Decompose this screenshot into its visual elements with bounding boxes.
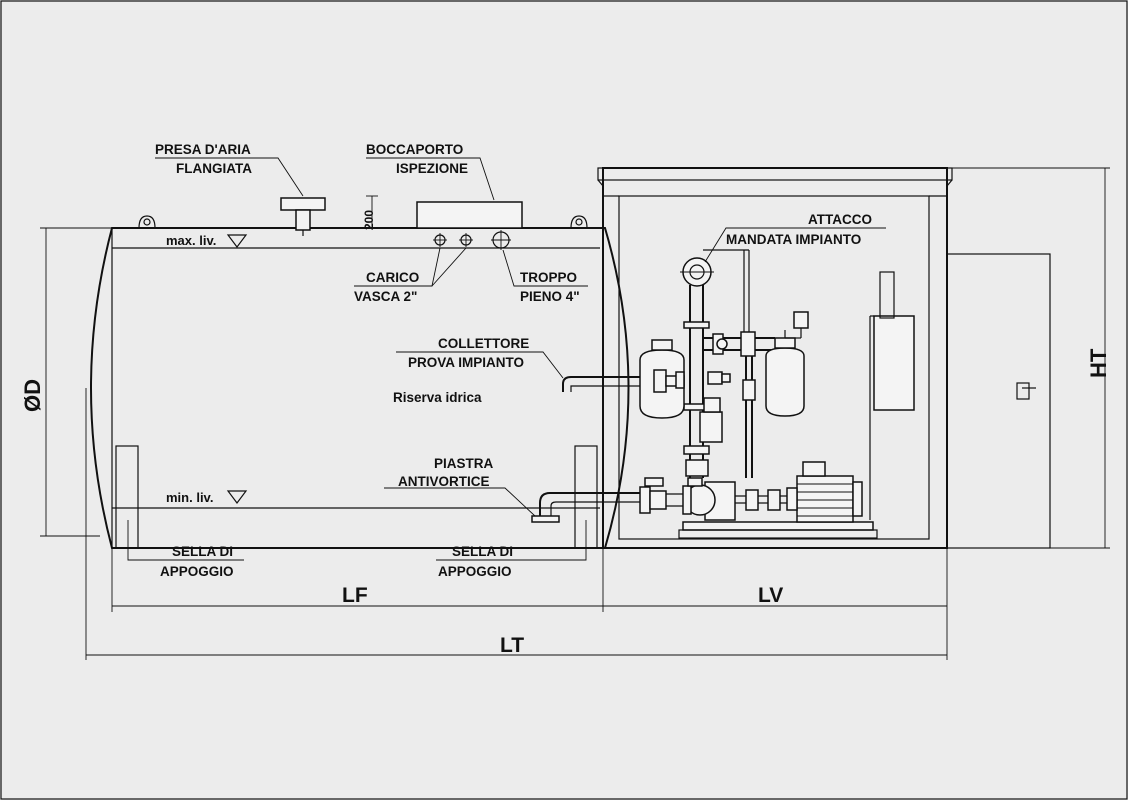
collettore-label-2: PROVA IMPIANTO <box>408 355 524 370</box>
suction-pipe <box>531 492 640 523</box>
saddle-left <box>115 445 139 549</box>
min-level-label: min. liv. <box>166 490 213 505</box>
jockey-header <box>703 249 775 478</box>
lifting-lug-right <box>570 215 588 229</box>
presa-aria-label-1: PRESA D'ARIA <box>155 142 251 157</box>
leader-collettore <box>396 351 564 379</box>
carico-label-2: VASCA 2" <box>354 289 417 304</box>
membrane-tank-right <box>765 311 809 417</box>
control-panel <box>873 315 915 411</box>
leader-piastra <box>384 487 536 517</box>
gauge-valves <box>675 371 731 389</box>
pump-enclosure <box>597 167 1051 549</box>
main-pump <box>639 477 736 521</box>
dim-diameter <box>40 227 112 537</box>
attacco-label-2: MANDATA IMPIANTO <box>726 232 861 247</box>
dim-lv <box>603 548 948 660</box>
leader-sella-right <box>436 520 587 561</box>
riserva-idrica-label: Riserva idrica <box>393 390 482 405</box>
piastra-label-1: PIASTRA <box>434 456 494 471</box>
lifting-lug-left <box>138 215 156 229</box>
presa-aria-label-2: FLANGIATA <box>176 161 252 176</box>
pump-coupling <box>735 489 787 511</box>
test-collector-pipe <box>562 376 640 392</box>
boccaporto-label-1: BOCCAPORTO <box>366 142 463 157</box>
dim-200-line <box>366 195 378 229</box>
max-level-label: max. liv. <box>166 233 216 248</box>
attacco-label-1: ATTACCO <box>808 212 872 227</box>
dim-lf-label: LF <box>342 584 368 607</box>
water-tank: 200 max. liv. min. liv. <box>90 195 640 549</box>
air-vent-flange <box>280 197 326 236</box>
leader-attacco <box>704 227 886 263</box>
electric-motor <box>786 461 863 523</box>
inspection-manhole <box>416 201 523 229</box>
boccaporto-label-2: ISPEZIONE <box>396 161 468 176</box>
carico-nozzles <box>433 233 473 247</box>
piastra-label-2: ANTIVORTICE <box>398 474 490 489</box>
sella-right-label-2: APPOGGIO <box>438 564 512 579</box>
collettore-label-1: COLLETTORE <box>438 336 529 351</box>
leader-sella-left <box>127 520 244 561</box>
dim-lf <box>111 548 604 612</box>
sella-right-label-1: SELLA DI <box>452 544 513 559</box>
troppo-label-1: TROPPO <box>520 270 577 285</box>
troppo-pieno-nozzle <box>491 230 511 250</box>
leader-troppo <box>502 249 588 287</box>
dim-lt-label: LT <box>500 634 524 657</box>
pump-base <box>682 521 874 531</box>
min-level-icon <box>226 490 248 504</box>
sella-left-label-2: APPOGGIO <box>160 564 234 579</box>
carico-label-1: CARICO <box>366 270 419 285</box>
leader-boccaporto <box>366 157 495 201</box>
leader-presa-aria <box>155 157 304 197</box>
max-level-icon <box>226 234 248 248</box>
dim-200-label: 200 <box>362 210 376 230</box>
delivery-manifold <box>680 257 723 478</box>
dim-height-label: HT <box>1086 348 1111 378</box>
troppo-label-2: PIENO 4" <box>520 289 580 304</box>
dim-lt <box>85 388 947 660</box>
enclosure-door <box>946 253 1051 549</box>
dim-height <box>952 167 1110 549</box>
sella-left-label-1: SELLA DI <box>172 544 233 559</box>
dim-diameter-label: ØD <box>20 379 45 412</box>
door-handle-icon <box>1016 382 1030 400</box>
dim-lv-label: LV <box>758 584 783 607</box>
membrane-tank-left <box>639 339 685 419</box>
